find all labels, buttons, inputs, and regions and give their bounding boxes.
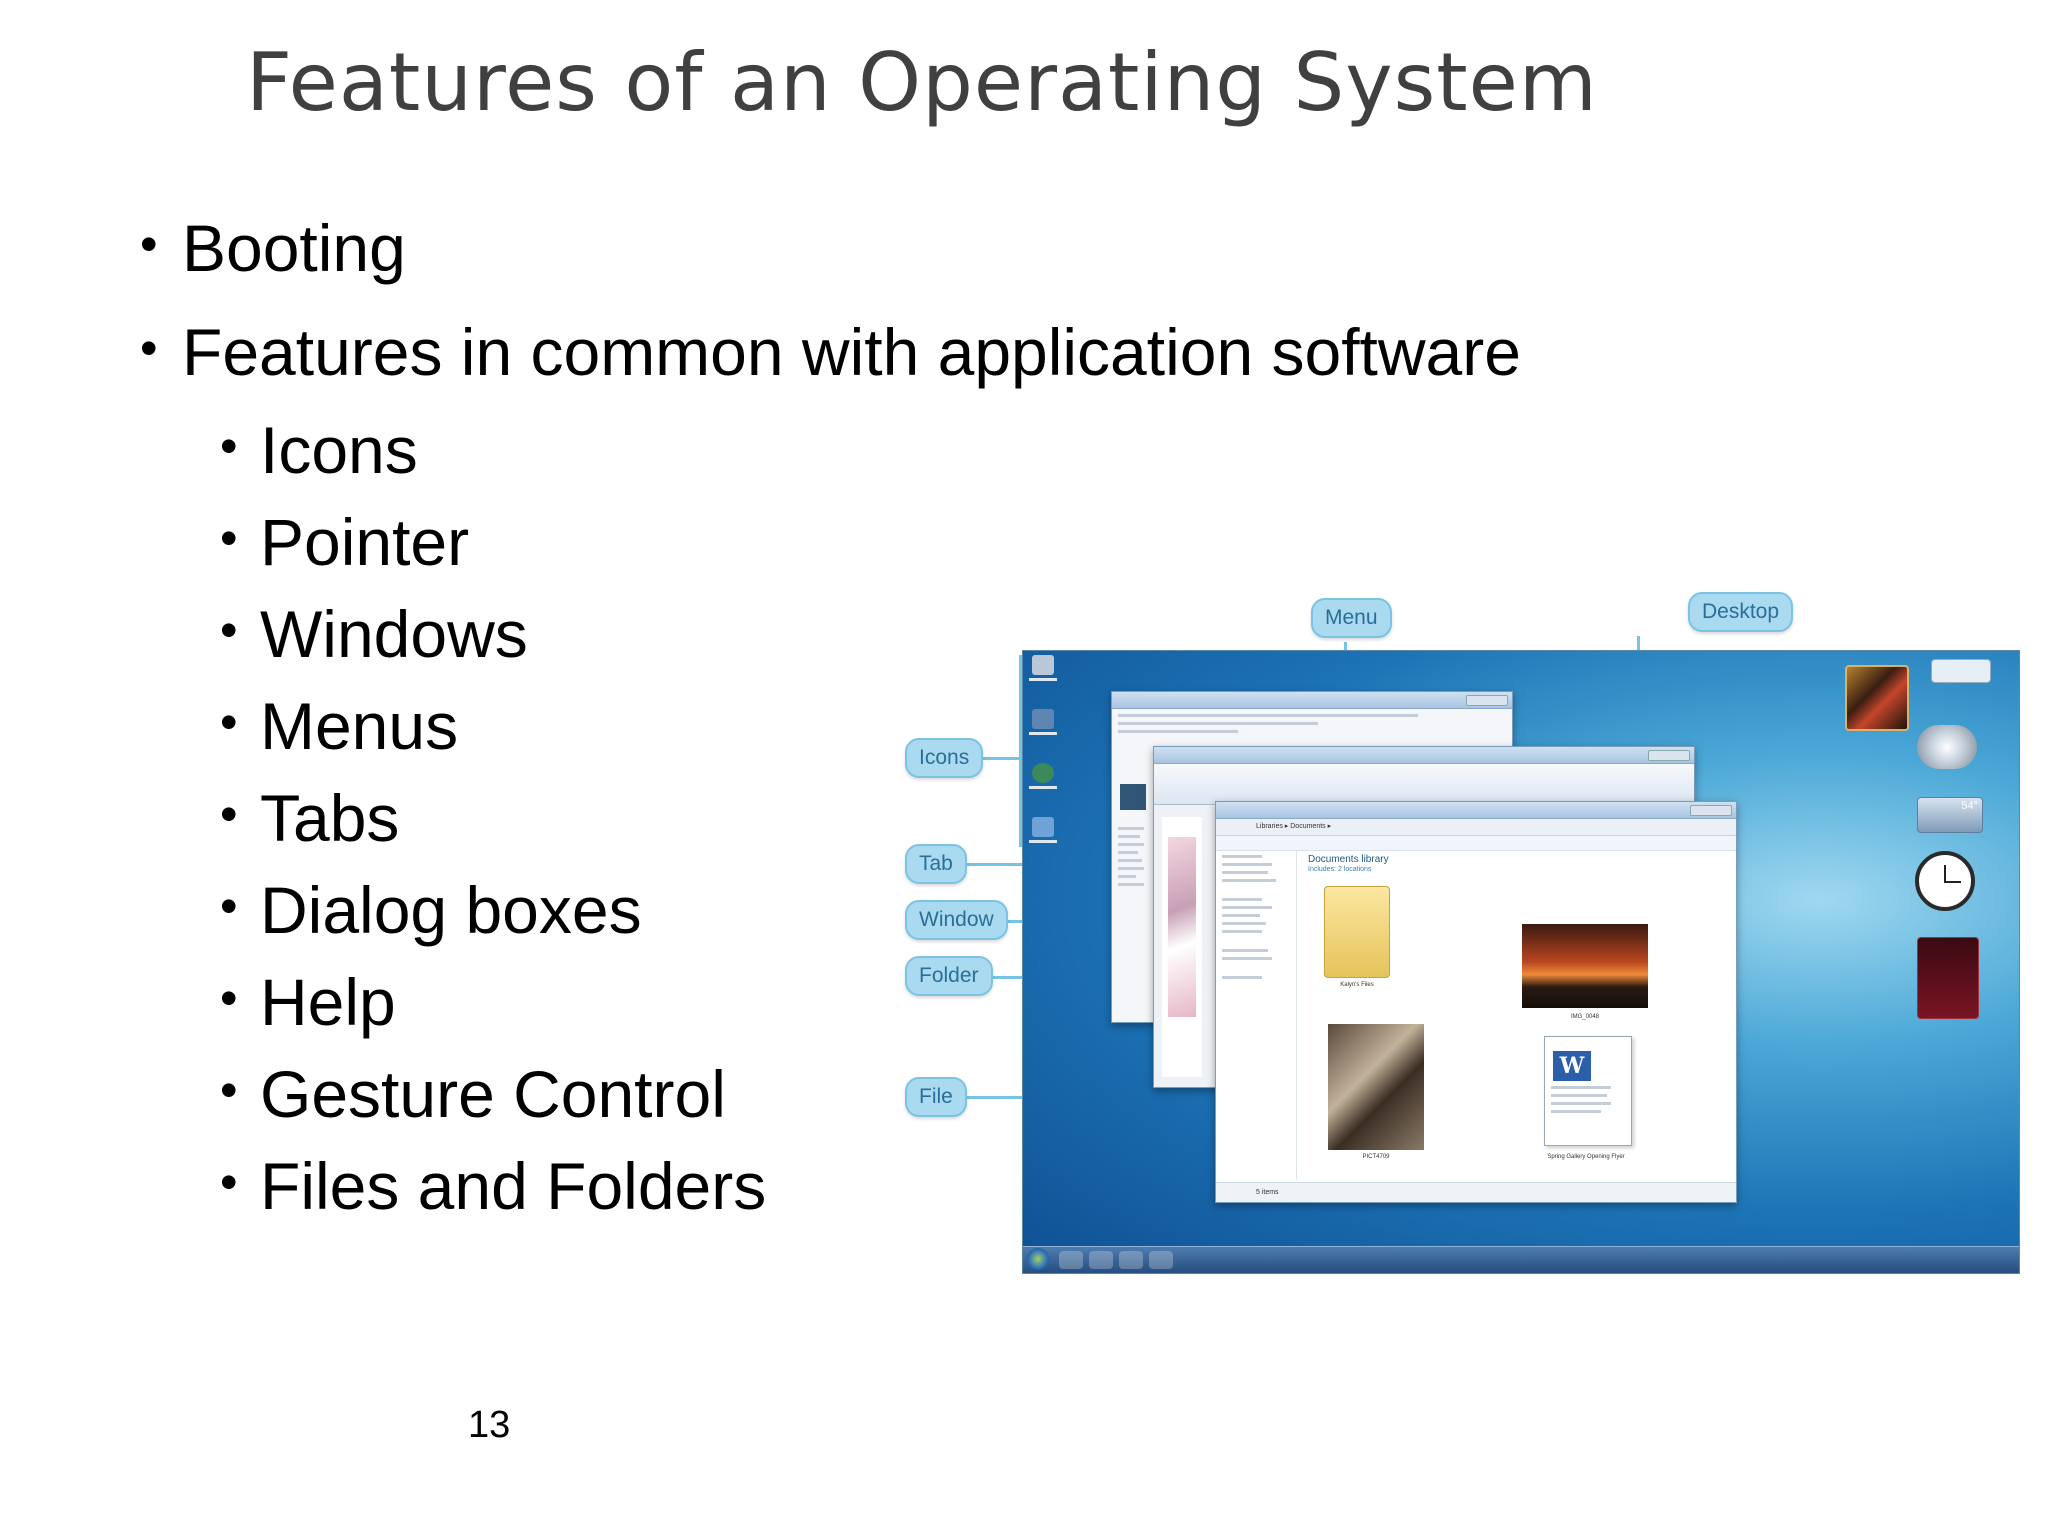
start-button-icon[interactable] — [1027, 1248, 1049, 1270]
recycle-bin-icon — [1027, 655, 1059, 691]
sub-bullet-item: Tabs — [140, 768, 1521, 864]
desktop-callout: Desktop — [1688, 592, 1794, 632]
rock-photo[interactable] — [1328, 1024, 1424, 1150]
site-logo — [1120, 784, 1146, 810]
sub-bullet-item: Menus — [140, 676, 1521, 772]
icons-callout: Icons — [905, 738, 984, 778]
computer-icon — [1027, 709, 1059, 745]
explorer-title-bar — [1216, 802, 1736, 819]
os-screenshot-figure: Libraries ▸ Documents ▸ Documents librar… — [895, 580, 2020, 1280]
mountain-photo[interactable] — [1522, 924, 1648, 1008]
browser-title-bar — [1112, 692, 1512, 709]
slideshow-gadget — [1845, 665, 1909, 731]
word-title-bar — [1154, 747, 1694, 764]
desktop-screenshot: Libraries ▸ Documents ▸ Documents librar… — [1022, 650, 2020, 1274]
navigation-pane — [1216, 850, 1297, 1180]
ribbon — [1154, 764, 1694, 805]
word-logo-icon: W — [1553, 1051, 1591, 1081]
icons-leader — [975, 757, 1023, 760]
address-bar[interactable]: Libraries ▸ Documents ▸ — [1216, 819, 1736, 836]
menu-callout: Menu — [1311, 598, 1392, 638]
page-number: 13 — [468, 1404, 511, 1446]
library-title: Documents library — [1308, 854, 1389, 865]
sub-bullet-item: Gesture Control — [140, 1044, 1521, 1140]
file-label: Spring Gallery Opening Flyer — [1547, 1154, 1625, 1160]
clock-gadget — [1915, 851, 1975, 911]
folder-icon[interactable] — [1324, 886, 1390, 978]
file-label: IMG_0048 — [1570, 1014, 1600, 1020]
icons-bracket — [1019, 655, 1022, 847]
bullet-item: Features in common with application soft… — [140, 296, 1521, 404]
search-gadget[interactable] — [1931, 659, 1991, 683]
file-label: PICT4709 — [1362, 1154, 1390, 1160]
stocks-gadget — [1917, 937, 1979, 1019]
explorer-window: Libraries ▸ Documents ▸ Documents librar… — [1215, 801, 1737, 1203]
sub-bullet-item: Files and Folders — [140, 1136, 1521, 1232]
window-callout: Window — [905, 900, 1008, 940]
sub-bullet-item: Dialog boxes — [140, 860, 1521, 956]
slide-title: Features of an Operating System — [246, 36, 1598, 129]
control-panel-icon — [1027, 817, 1059, 853]
file-callout: File — [905, 1077, 967, 1117]
folder-callout: Folder — [905, 956, 993, 996]
word-taskbar-icon[interactable] — [1149, 1251, 1173, 1269]
explorer-taskbar-icon[interactable] — [1089, 1251, 1113, 1269]
explorer-toolbar — [1216, 836, 1736, 851]
library-subtitle: Includes: 2 locations — [1308, 866, 1372, 873]
sub-bullet-item: Help — [140, 952, 1521, 1048]
taskbar — [1023, 1246, 2019, 1273]
file-label: Kalyn's Files — [1340, 982, 1374, 988]
weather-temperature: 54° — [1961, 800, 1978, 812]
tab-callout: Tab — [905, 844, 967, 884]
sub-bullet-item: Icons — [140, 400, 1521, 496]
document-page — [1162, 817, 1202, 1077]
browser-taskbar-icon[interactable] — [1059, 1251, 1083, 1269]
weather-gadget: 54° — [1917, 797, 1983, 833]
bullet-item: Booting — [140, 192, 1521, 300]
status-bar: 5 items — [1216, 1182, 1736, 1202]
network-icon — [1027, 763, 1059, 799]
cpu-meter-gadget — [1917, 725, 1977, 769]
media-taskbar-icon[interactable] — [1119, 1251, 1143, 1269]
bullet-list: Booting Features in common with applicat… — [140, 192, 1521, 1232]
sub-bullet-item: Pointer — [140, 492, 1521, 588]
word-document-icon[interactable]: W — [1544, 1036, 1632, 1146]
sub-bullet-item: Windows — [140, 584, 1521, 680]
